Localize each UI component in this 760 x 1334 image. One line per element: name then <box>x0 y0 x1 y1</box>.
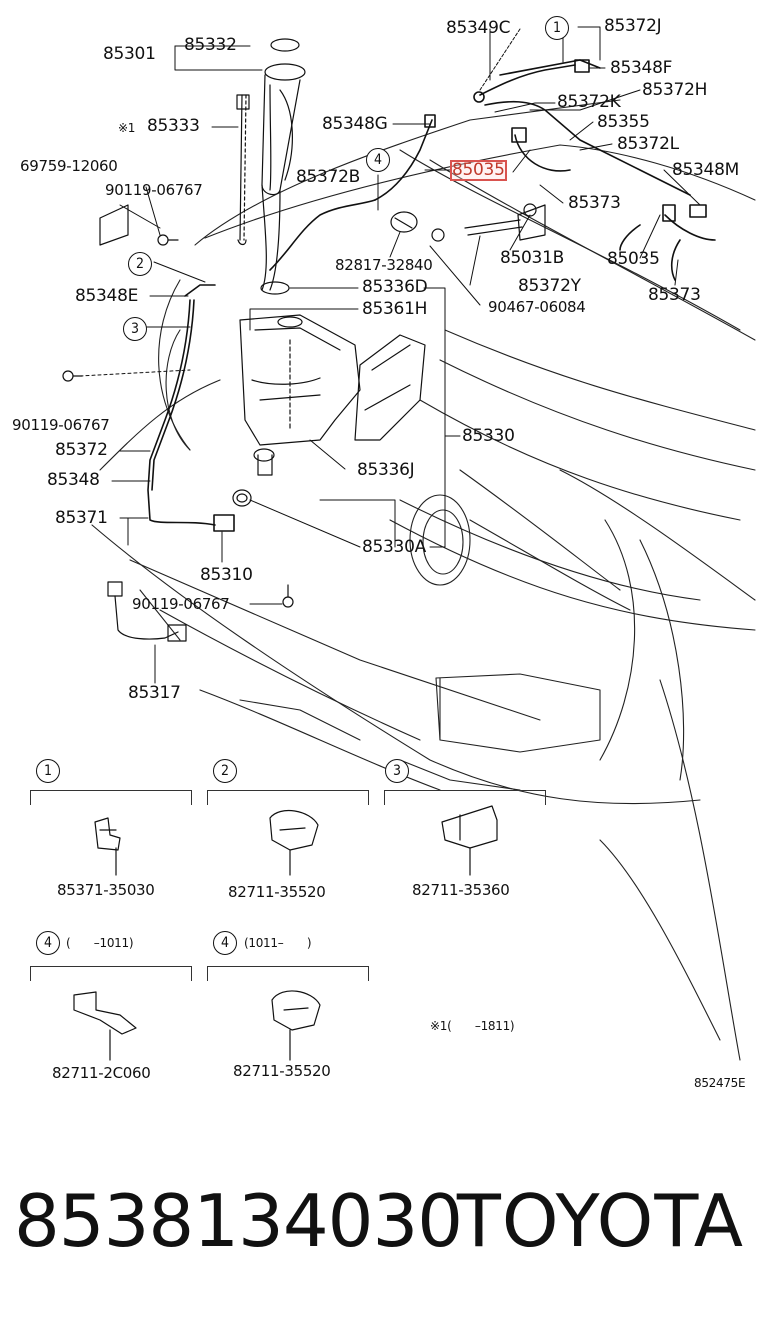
parts-diagram: 1 4 2 3 85301 85332 ※1 85333 69759-12060… <box>12 16 756 1090</box>
label-85372j[interactable]: 85372J <box>604 16 662 36</box>
inset-1-part[interactable]: 85371-35030 <box>57 881 155 899</box>
label-85372[interactable]: 85372 <box>55 440 108 460</box>
label-85348f[interactable]: 85348F <box>610 58 673 78</box>
label-85317[interactable]: 85317 <box>128 683 181 703</box>
label-85348[interactable]: 85348 <box>47 470 100 490</box>
leader-lines <box>79 26 701 684</box>
callout-4: 4 <box>366 148 390 172</box>
inset-3-part[interactable]: 82711-35360 <box>412 881 510 899</box>
part-footer: 8538134030 TOYOTA <box>0 1185 760 1295</box>
vehicle-body-lines <box>91 99 756 1061</box>
inset-parts <box>73 805 498 1061</box>
label-90119-06767-b[interactable]: 90119-06767 <box>12 416 110 434</box>
label-90119-06767-a[interactable]: 90119-06767 <box>105 181 203 199</box>
label-85348m[interactable]: 85348M <box>672 160 739 180</box>
label-85301[interactable]: 85301 <box>103 44 156 64</box>
label-85372h[interactable]: 85372H <box>642 80 708 100</box>
hoses-right <box>473 59 716 281</box>
inset-4a-range: ( –1011) <box>66 936 134 950</box>
nozzle-assembly <box>431 203 546 242</box>
label-85310[interactable]: 85310 <box>200 565 253 585</box>
inset-4a-number: 4 <box>36 931 60 955</box>
inlet-shield <box>354 334 426 441</box>
inset-1-number: 1 <box>36 759 60 783</box>
inset-4b-bracket <box>207 966 369 981</box>
label-85332[interactable]: 85332 <box>184 35 237 55</box>
inset-2-part[interactable]: 82711-35520 <box>228 883 326 901</box>
level-sensor <box>107 581 187 642</box>
diagram-code: 852475E <box>694 1076 746 1090</box>
parts-drawing <box>62 26 756 1061</box>
inset-2-bracket <box>207 790 369 805</box>
pump <box>232 448 275 507</box>
label-85031b[interactable]: 85031B <box>500 248 564 268</box>
label-85035-b[interactable]: 85035 <box>607 249 660 269</box>
inset-4b-part[interactable]: 82711-35520 <box>233 1062 331 1080</box>
hoses-left <box>147 114 436 532</box>
caution-label <box>99 204 129 246</box>
label-85361h[interactable]: 85361H <box>362 299 428 319</box>
label-90119-06767-c[interactable]: 90119-06767 <box>132 595 230 613</box>
footer-part-number: 8538134030 <box>14 1179 463 1263</box>
label-85348e[interactable]: 85348E <box>75 286 139 306</box>
label-85373-b[interactable]: 85373 <box>648 285 701 305</box>
inset-4a-bracket <box>30 966 192 981</box>
label-85336d[interactable]: 85336D <box>362 277 428 297</box>
level-gauge <box>236 94 250 246</box>
inset-3-number: 3 <box>385 759 409 783</box>
callout-3: 3 <box>123 317 147 341</box>
label-85372l[interactable]: 85372L <box>617 134 679 154</box>
footer-brand: TOYOTA <box>456 1179 744 1263</box>
label-85372b[interactable]: 85372B <box>296 167 360 187</box>
callout-1: 1 <box>545 16 569 40</box>
label-85349c[interactable]: 85349C <box>446 18 511 38</box>
label-85330a[interactable]: 85330A <box>362 537 426 557</box>
label-85372y[interactable]: 85372Y <box>518 276 581 296</box>
label-69759-12060[interactable]: 69759-12060 <box>20 157 118 175</box>
footnote-1: ※1( –1811) <box>430 1019 515 1033</box>
inset-3-bracket <box>384 790 546 805</box>
label-85330[interactable]: 85330 <box>462 426 515 446</box>
label-82817-32840[interactable]: 82817-32840 <box>335 256 433 274</box>
washer-tank <box>239 314 361 446</box>
label-90467-06084[interactable]: 90467-06084 <box>488 298 586 316</box>
hose-clamp <box>390 211 418 233</box>
inset-4a-part[interactable]: 82711-2C060 <box>52 1064 151 1082</box>
callout-2: 2 <box>128 252 152 276</box>
label-85336j[interactable]: 85336J <box>357 460 415 480</box>
inset-2-number: 2 <box>213 759 237 783</box>
inset-4b-number: 4 <box>213 931 237 955</box>
label-85348g[interactable]: 85348G <box>322 114 388 134</box>
inset-1-bracket <box>30 790 192 805</box>
note-marker-1: ※1 <box>118 121 136 135</box>
filler-neck <box>260 38 306 295</box>
label-85333[interactable]: 85333 <box>147 116 200 136</box>
label-85372k[interactable]: 85372K <box>557 92 621 112</box>
label-85371[interactable]: 85371 <box>55 508 108 528</box>
label-85355[interactable]: 85355 <box>597 112 650 132</box>
inset-4b-range: (1011– ) <box>244 936 312 950</box>
label-85035-highlighted[interactable]: 85035 <box>450 160 507 181</box>
label-85373-a[interactable]: 85373 <box>568 193 621 213</box>
